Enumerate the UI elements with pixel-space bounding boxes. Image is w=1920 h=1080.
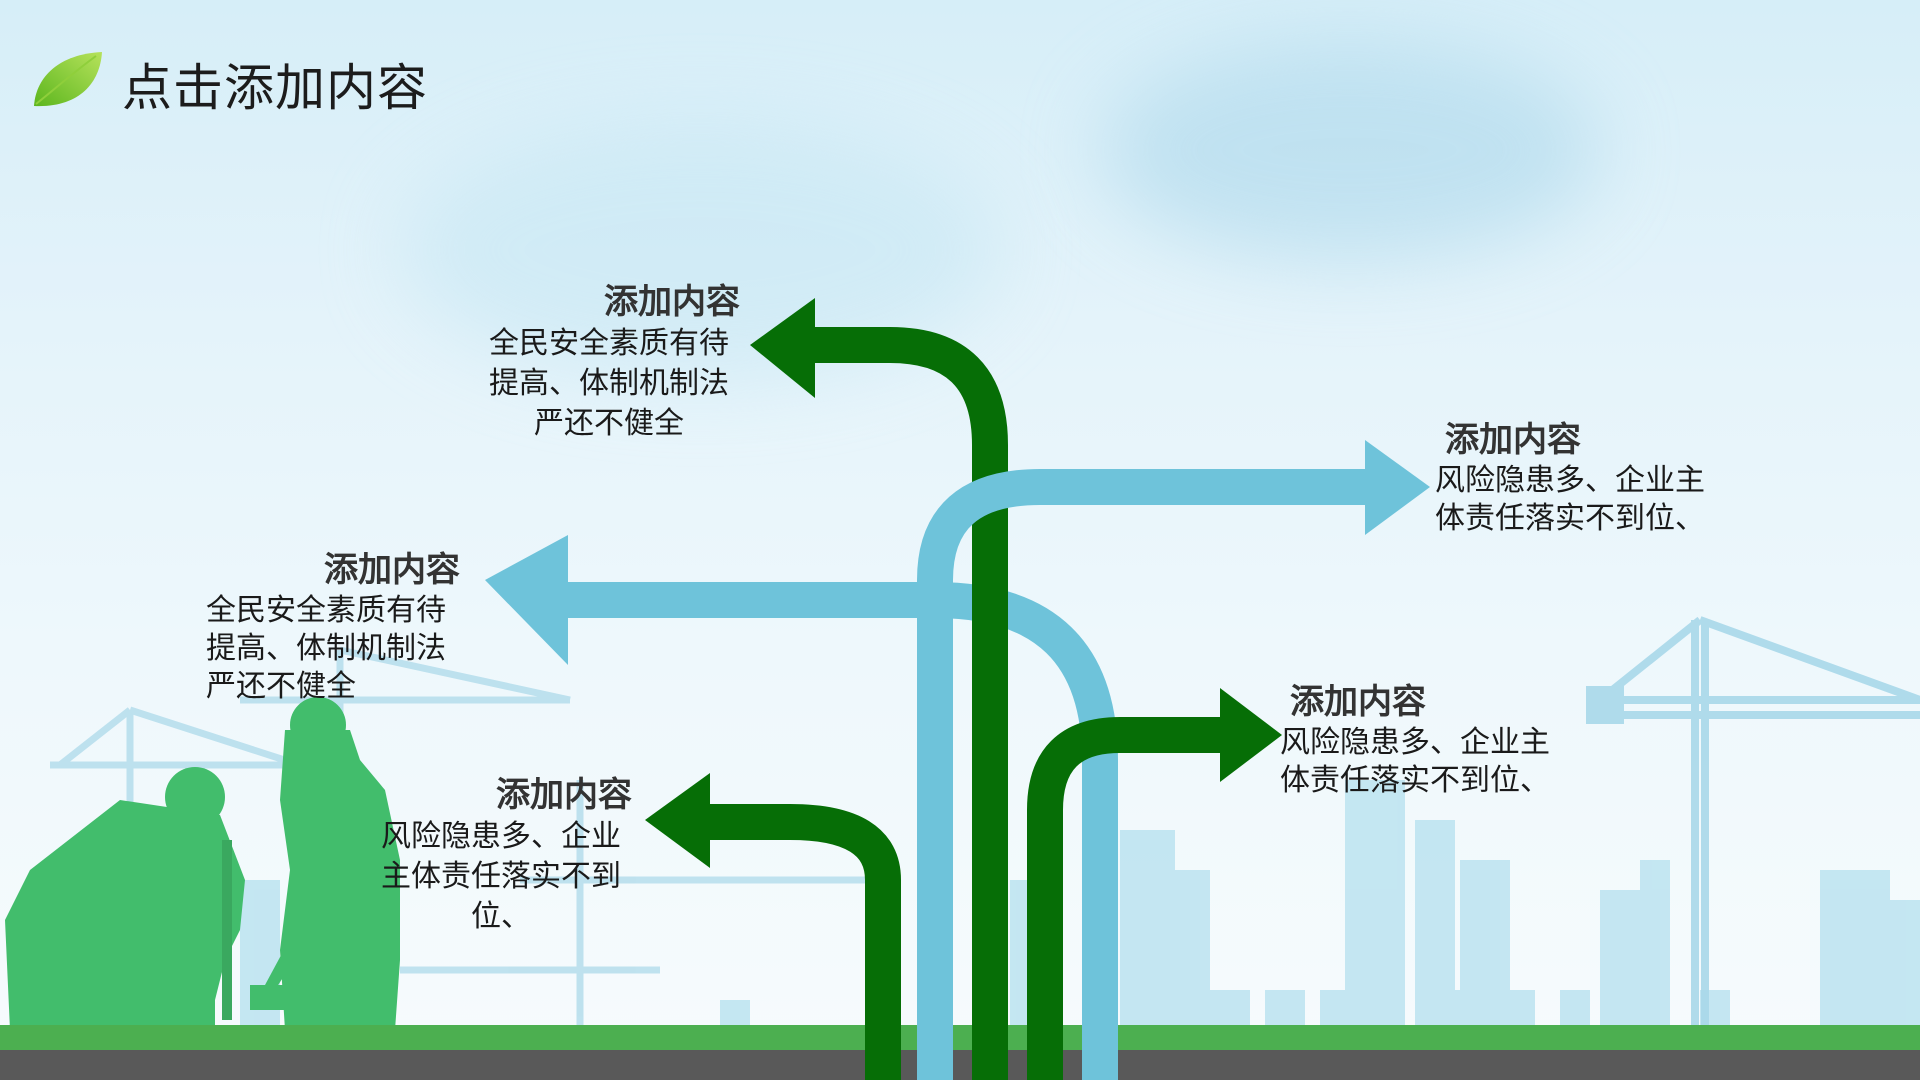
leaf-icon [34, 52, 102, 107]
block-heading: 添加内容 [496, 775, 632, 815]
arrow-light-blue-right [917, 469, 1380, 1080]
block-body: 全民安全素质有待 提高、体制机制法 严还不健全 [206, 593, 446, 704]
arrow-dark-green-up-left [800, 327, 1008, 1080]
arrow-light-blue-right-head [1365, 440, 1430, 535]
text-block-right-lower[interactable]: 添加内容 风险隐患多、企业主体责任落实不到位、 [1280, 680, 1560, 800]
arrow-dark-green-right-head [1220, 688, 1282, 782]
workers-silhouette [5, 697, 400, 1030]
text-block-top-left[interactable]: 添加内容 全民安全素质有待 提高、体制机制法 严还不健全 [478, 280, 740, 444]
block-heading: 添加内容 [1445, 420, 1581, 460]
slide-title[interactable]: 点击添加内容 [122, 59, 428, 117]
text-block-middle-left[interactable]: 添加内容 全民安全素质有待 提高、体制机制法 严还不健全 [206, 548, 482, 706]
arrow-light-blue-left-head [485, 535, 568, 665]
block-body: 全民安全素质有待 提高、体制机制法 严还不健全 [489, 326, 729, 441]
arrow-dark-green-low-left-head [645, 773, 710, 868]
arrow-dark-green-low-left [700, 804, 901, 1080]
arrow-dark-green-up-left-head [750, 298, 815, 398]
block-heading: 添加内容 [324, 550, 460, 590]
arrows-group [485, 298, 1430, 1080]
text-block-right-upper[interactable]: 添加内容 风险隐患多、企业主体责任落实不到位、 [1435, 418, 1715, 538]
block-body: 风险隐患多、企业主体责任落实不到位、 [381, 819, 621, 934]
arrow-dark-green-right [1027, 717, 1230, 1080]
block-heading: 添加内容 [604, 282, 740, 322]
crane-right [1586, 616, 1920, 1025]
arrow-light-blue-left-shaft [560, 582, 850, 618]
block-heading: 添加内容 [1290, 682, 1426, 722]
text-block-bottom-left[interactable]: 添加内容 风险隐患多、企业主体责任落实不到位、 [370, 773, 632, 937]
sky-cloud [1100, 40, 1600, 260]
ground-grass [0, 1025, 1920, 1050]
block-body: 风险隐患多、企业主体责任落实不到位、 [1280, 725, 1550, 798]
ground-road [0, 1050, 1920, 1080]
block-body: 风险隐患多、企业主体责任落实不到位、 [1435, 463, 1705, 536]
